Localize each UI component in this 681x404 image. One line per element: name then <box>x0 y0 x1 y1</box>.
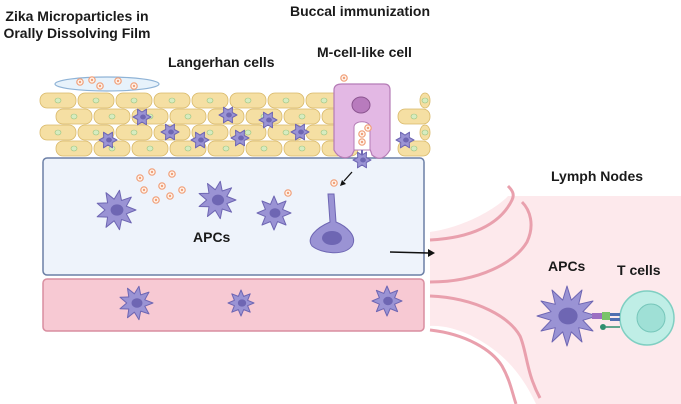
epithelial-nucleus <box>146 145 154 152</box>
epithelial-nucleus <box>298 145 306 152</box>
orally-dissolving-film <box>54 76 160 92</box>
tissue-apc-nucleus <box>110 204 124 216</box>
epithelial-nucleus <box>244 97 252 104</box>
microparticle-core <box>90 78 94 82</box>
microparticle-core <box>366 126 370 130</box>
microparticle-core <box>150 170 154 174</box>
epithelium-layer <box>39 92 431 157</box>
microparticle-core <box>78 80 82 84</box>
migration-arrow <box>389 251 429 254</box>
microparticle-core <box>342 76 346 80</box>
film-microparticles <box>76 76 138 90</box>
epithelial-nucleus <box>206 97 214 104</box>
microparticle-core <box>160 184 164 188</box>
epithelial-nucleus <box>70 113 78 120</box>
epithelial-nucleus <box>92 97 100 104</box>
microparticle-core <box>170 172 174 176</box>
microparticle-core <box>168 194 172 198</box>
langerhan-cell-nucleus <box>238 135 244 141</box>
epithelial-nucleus <box>320 129 328 136</box>
t-cells-label: T cells <box>617 262 661 278</box>
vessel-apc-nucleus <box>237 299 247 307</box>
diagram-title: Buccal immunization <box>290 3 431 19</box>
epithelial-nucleus <box>421 97 429 104</box>
lymph-vessel-edge-bottom <box>429 294 542 399</box>
epithelial-nucleus <box>54 129 62 136</box>
epithelial-nucleus <box>108 113 116 120</box>
epithelial-nucleus <box>282 97 290 104</box>
epithelial-nucleus <box>410 145 418 152</box>
microparticle-core <box>332 181 336 185</box>
lymph-vessel-edge-top <box>429 184 515 242</box>
epithelial-nucleus <box>222 145 230 152</box>
langerhan-cell-nucleus <box>266 117 272 123</box>
epithelial-nucleus <box>320 97 328 104</box>
lymph-nodes-label: Lymph Nodes <box>551 168 644 184</box>
m-cell-label: M-cell-like cell <box>317 44 412 60</box>
epithelial-nucleus <box>410 113 418 120</box>
uptake-arrowhead <box>340 180 346 186</box>
migrating-dendritic-cell-nucleus <box>322 231 342 245</box>
uptake-arrow <box>343 171 353 182</box>
epithelial-nucleus <box>184 145 192 152</box>
microparticle-core <box>138 176 142 180</box>
microparticle-core <box>116 79 120 83</box>
tissue-apc-nucleus <box>211 194 225 206</box>
tissue-apc-nucleus <box>269 208 281 218</box>
vessel-apc-nucleus <box>131 298 143 308</box>
epithelial-nucleus <box>260 145 268 152</box>
langerhan-cell-nucleus <box>226 112 232 118</box>
m-cell-langerhan-cell-nucleus <box>360 157 366 163</box>
microparticle-core <box>286 191 290 195</box>
langerhan-cell-nucleus <box>140 114 146 120</box>
immune-cells <box>96 106 598 347</box>
epithelial-nucleus <box>70 145 78 152</box>
epithelial-nucleus <box>54 97 62 104</box>
epithelial-nucleus <box>92 129 100 136</box>
microparticle-core <box>360 132 364 136</box>
microparticle-core <box>98 84 102 88</box>
film-label: Zika Microparticles in Orally Dissolving… <box>3 8 151 41</box>
migrating-dendritic-cell <box>309 193 354 254</box>
microparticle-core <box>154 198 158 202</box>
microparticle-core <box>142 188 146 192</box>
langerhan-cell-nucleus <box>106 137 112 143</box>
lymph-vessel-edge-bottom-inner <box>429 328 518 404</box>
epithelial-nucleus <box>282 129 290 136</box>
epithelial-nucleus <box>130 97 138 104</box>
node-apcs-label: APCs <box>548 258 586 274</box>
migration-arrowhead <box>428 249 435 257</box>
epithelial-nucleus <box>206 129 214 136</box>
epithelial-nucleus <box>244 129 252 136</box>
lymph-node-apc-nucleus <box>558 307 578 325</box>
microparticle-core <box>360 140 364 144</box>
vessel-apc-nucleus <box>383 296 393 306</box>
langerhan-cell-nucleus <box>403 137 409 143</box>
langerhan-cell-nucleus <box>198 137 204 143</box>
immune-synapse <box>592 312 620 330</box>
zika-microparticles <box>136 74 372 204</box>
tissue-apcs-label: APCs <box>193 229 231 245</box>
epithelial-nucleus <box>168 97 176 104</box>
epithelial-nucleus <box>298 113 306 120</box>
microparticle-core <box>132 84 136 88</box>
m-cell-like-cell <box>333 83 391 159</box>
epithelial-nucleus <box>421 129 429 136</box>
lymph-vessel-edge-top-inner <box>429 200 533 284</box>
langerhan-cell-nucleus <box>298 129 304 135</box>
epithelial-nucleus <box>184 113 192 120</box>
microparticle-core <box>180 188 184 192</box>
langerhan-cell-nucleus <box>168 129 174 135</box>
t-cell <box>619 290 675 346</box>
epithelial-nucleus <box>130 129 138 136</box>
langerhan-cells-label: Langerhan cells <box>168 54 275 70</box>
